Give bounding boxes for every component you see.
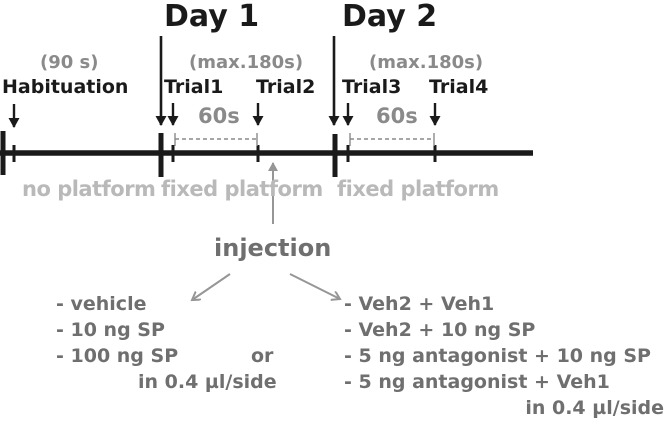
list-item: - Veh2 + Veh1 xyxy=(344,293,495,315)
day2-platform-label: fixed platform xyxy=(337,177,499,201)
list-item: - 5 ng antagonist + 10 ng SP xyxy=(344,345,651,367)
trial2-label: Trial2 xyxy=(256,76,316,98)
or-label: or xyxy=(251,345,274,367)
no-platform-label: no platform xyxy=(22,177,156,201)
injection-arrow-left xyxy=(192,273,231,300)
list-item: - Veh2 + 10 ng SP xyxy=(344,319,536,341)
left-volume-note: in 0.4 µl/side xyxy=(138,371,277,393)
right-volume-note: in 0.4 µl/side xyxy=(525,397,664,419)
injection-right-options: - Veh2 + Veh1 - Veh2 + 10 ng SP - 5 ng a… xyxy=(344,291,664,421)
list-item: - vehicle xyxy=(56,293,147,315)
injection-label: injection xyxy=(214,234,332,262)
list-item: - 10 ng SP xyxy=(56,319,165,341)
habituation-duration: (90 s) xyxy=(40,52,99,73)
day2-title: Day 2 xyxy=(342,0,438,34)
day2-interval-label: 60s xyxy=(376,104,418,128)
injection-left-options: - vehicle - 10 ng SP - 100 ng SP in 0.4 … xyxy=(56,291,277,395)
day1-title: Day 1 xyxy=(164,0,260,34)
injection-arrow-right xyxy=(289,273,340,299)
day2-max-duration: (max.180s) xyxy=(369,52,484,73)
day1-platform-label: fixed platform xyxy=(161,177,323,201)
trial3-label: Trial3 xyxy=(342,76,402,98)
trial4-label: Trial4 xyxy=(429,76,489,98)
habituation-label: Habituation xyxy=(2,76,129,98)
day1-interval-label: 60s xyxy=(198,104,240,128)
list-item: - 100 ng SP xyxy=(56,345,179,367)
trial1-label: Trial1 xyxy=(164,76,224,98)
day1-max-duration: (max.180s) xyxy=(189,52,304,73)
list-item: - 5 ng antagonist + Veh1 xyxy=(344,371,610,393)
